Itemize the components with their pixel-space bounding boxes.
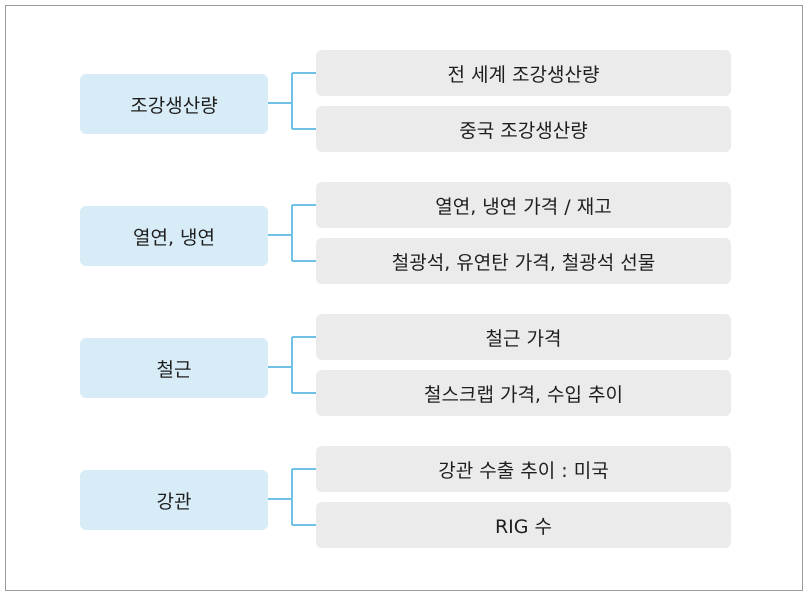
bracket-connector: [268, 72, 316, 130]
item-box: 철광석, 유연탄 가격, 철광석 선물: [316, 238, 731, 284]
bracket-connector: [268, 336, 316, 394]
item-box: 열연, 냉연 가격 / 재고: [316, 182, 731, 228]
item-box: 강관 수출 추이 : 미국: [316, 446, 731, 492]
item-box: RIG 수: [316, 502, 731, 548]
bracket-connector: [268, 468, 316, 526]
group-hot-cold-rolled: 열연, 냉연 열연, 냉연 가격 / 재고 철광석, 유연탄 가격, 철광석 선…: [0, 182, 810, 288]
group-steel-pipe: 강관 강관 수출 추이 : 미국 RIG 수: [0, 446, 810, 552]
item-box: 전 세계 조강생산량: [316, 50, 731, 96]
bracket-connector: [268, 204, 316, 262]
group-crude-steel-production: 조강생산량 전 세계 조강생산량 중국 조강생산량: [0, 50, 810, 156]
group-rebar: 철근 철근 가격 철스크랩 가격, 수입 추이: [0, 314, 810, 420]
item-box: 중국 조강생산량: [316, 106, 731, 152]
category-box: 열연, 냉연: [80, 206, 268, 266]
category-box: 강관: [80, 470, 268, 530]
category-box: 조강생산량: [80, 74, 268, 134]
category-box: 철근: [80, 338, 268, 398]
item-box: 철스크랩 가격, 수입 추이: [316, 370, 731, 416]
item-box: 철근 가격: [316, 314, 731, 360]
